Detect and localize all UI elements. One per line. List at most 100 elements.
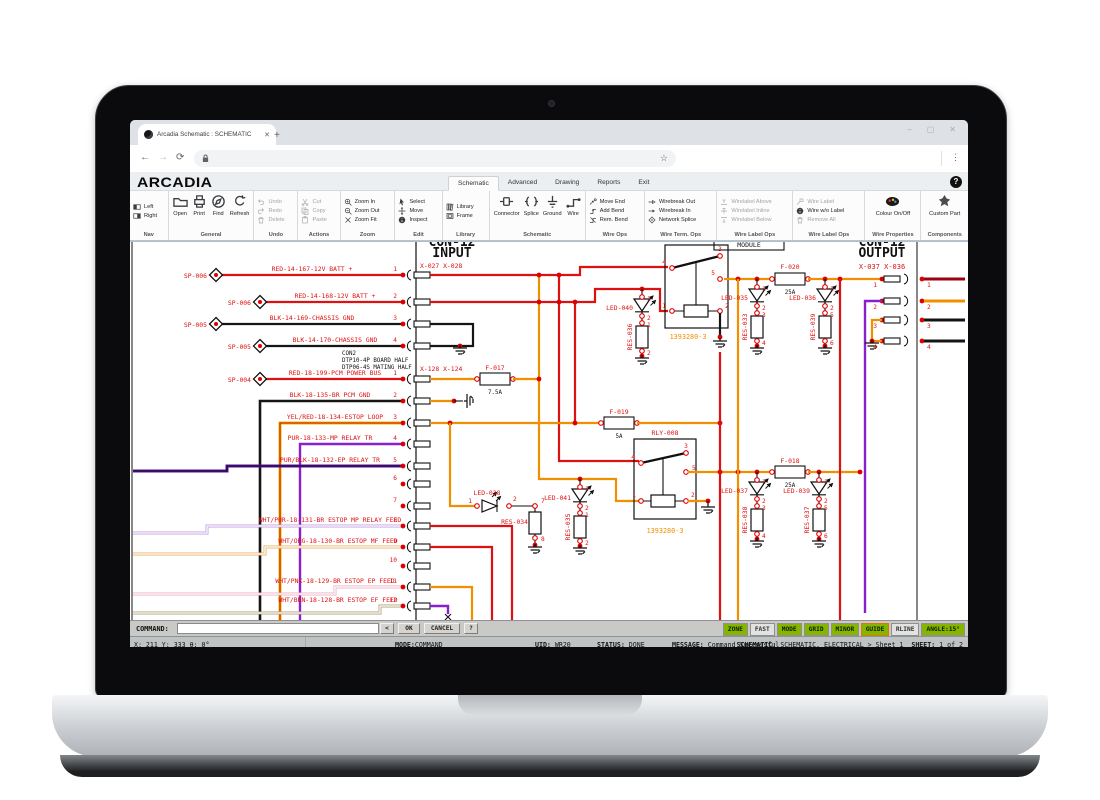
window-maximize-icon[interactable]: ▢ (926, 125, 935, 134)
toggle-guide[interactable]: GUIDE (861, 623, 889, 636)
command-cancel-button[interactable]: CANCEL (424, 623, 460, 634)
toggle-mode[interactable]: MODE (776, 623, 802, 636)
ribbon-item-refresh[interactable]: Refresh (230, 194, 249, 217)
ribbon-item-copy[interactable]: Copy (301, 207, 336, 215)
menu-tab-exit[interactable]: Exit (638, 179, 650, 186)
tab-close-icon[interactable]: ✕ (264, 131, 270, 139)
ribbon-item-right[interactable]: Right (133, 212, 165, 220)
ribbon-item-wirelabel-inline[interactable]: Wirelabel Inline (720, 207, 789, 215)
ribbon-item-print[interactable]: Print (192, 194, 207, 217)
command-back-button[interactable]: < (380, 623, 394, 634)
ribbon-item-zoom-out[interactable]: Zoom Out (344, 207, 392, 215)
output-xref: X-037 X-036 (859, 263, 905, 271)
item-label: Wirelabel Above (731, 199, 772, 205)
ribbon-item-move[interactable]: Move (398, 207, 438, 215)
menu-tab-advanced[interactable]: Advanced (507, 179, 538, 186)
ribbon-item-network-splice[interactable]: Network Splice (648, 216, 713, 224)
laptop-base (52, 695, 1048, 757)
ribbon-item-open[interactable]: Open (172, 194, 188, 217)
pin-number: 1 (632, 492, 636, 499)
command-input[interactable] (177, 623, 379, 634)
toggle-minor[interactable]: MINOR (830, 623, 860, 636)
toggle-angle[interactable]: ANGLE:15° (921, 623, 965, 636)
center-circuit[interactable]: F-017 7.5A F-019 5A (430, 244, 882, 621)
ribbon-item-frame[interactable]: Frame (446, 212, 486, 220)
status-bar: X: 211 Y: 333 θ: 0° MODE:COMMAND UID: WR… (130, 636, 968, 647)
ribbon-item-add-bend[interactable]: Add Bend (589, 207, 641, 215)
ribbon-item-wirebreak-out[interactable]: Wirebreak Out (648, 198, 713, 206)
ribbon-item-inspect[interactable]: Inspect (398, 216, 438, 224)
ribbon-item-wire-wo-label[interactable]: Wire w/o Label (796, 207, 861, 215)
ribbon-item-wirelabel-below[interactable]: Wirelabel Below (720, 216, 789, 224)
forward-icon[interactable]: → (158, 152, 168, 163)
input-connector-pins[interactable]: 1 2 3 4 1 2 3 4 5 6 7 8 9 10 11 12 (390, 266, 431, 612)
ribbon-item-cut[interactable]: Cut (301, 198, 336, 206)
ribbon-item-colour-on-off[interactable]: Colour On/Off (876, 194, 910, 217)
ribbon-item-wire-label[interactable]: Wire Label (796, 198, 861, 206)
ground-icon (547, 195, 557, 208)
schematic-canvas[interactable]: CON-12 CON-12 (130, 233, 968, 621)
relay-1393280-3[interactable]: 4 3 5 1 2 1393280-3 (662, 244, 729, 348)
window-minimize-icon[interactable]: – (907, 125, 912, 134)
ribbon-item-remove-all[interactable]: Remove All (796, 216, 861, 224)
window-close-icon[interactable]: ✕ (949, 125, 956, 134)
toggle-fast[interactable]: FAST (749, 623, 775, 636)
menu-tab-reports[interactable]: Reports (597, 179, 621, 186)
ribbon-item-library[interactable]: Library (446, 203, 486, 211)
led-035-circuit[interactable]: 1 2 3 4 LED-035 RES-033 (721, 279, 770, 355)
ribbon-item-left[interactable]: Left (133, 203, 165, 211)
item-label: Delete (268, 217, 285, 223)
led-038-circuit[interactable]: LED-038 1 2 7 8 RES-034 (468, 489, 545, 554)
led-041-circuit[interactable]: 1 2 1 2 LED-041 RES-035 (544, 476, 593, 555)
ribbon-item-zoom-fit[interactable]: Zoom Fit (344, 216, 392, 224)
menu-tab-schematic[interactable]: Schematic (448, 176, 499, 191)
browser-tab[interactable]: Arcadia Schematic : SCHEMATIC ✕ (138, 124, 276, 145)
led-036-circuit[interactable]: 1 2 5 6 LED-036 RES-039 (789, 279, 838, 355)
uid-indicator: UID: WR20 (535, 641, 571, 648)
led-039-circuit[interactable]: 1 2 5 6 LED-039 RES-037 (783, 472, 832, 548)
ribbon-item-undo[interactable]: Undo (257, 198, 294, 206)
ribbon-item-wirelabel-above[interactable]: Wirelabel Above (720, 198, 789, 206)
toggle-zone[interactable]: ZONE (722, 623, 748, 636)
browser-window: Arcadia Schematic : SCHEMATIC ✕ + – ▢ ✕ … (130, 120, 968, 647)
input-wires[interactable] (133, 273, 401, 620)
output-connector[interactable]: 1 2 3 4 1 2 3 4 (863, 273, 965, 613)
reload-icon[interactable]: ⟳ (176, 152, 185, 163)
ribbon-item-ground[interactable]: Ground (543, 194, 562, 217)
bookmark-star-icon[interactable]: ☆ (659, 153, 668, 163)
led-040-circuit[interactable]: 1 2 1 2 LED-040 RES-036 (606, 286, 655, 365)
ribbon-item-splice[interactable]: Splice (524, 194, 539, 217)
ribbon-item-zoom-in[interactable]: Zoom In (344, 198, 392, 206)
rly-008[interactable]: RLY-008 4 3 5 1 2 1393280-3 (631, 429, 716, 535)
ribbon-item-move-end[interactable]: Move End (589, 198, 641, 206)
led-037-circuit[interactable]: 1 2 3 4 LED-037 RES-038 (721, 472, 770, 548)
toggle-grid[interactable]: GRID (803, 623, 829, 636)
pin-number: 6 (393, 475, 397, 482)
ribbon-item-wire[interactable]: Wire (566, 194, 581, 217)
command-help-button[interactable]: ? (464, 623, 478, 634)
ribbon-item-select[interactable]: Select (398, 198, 438, 206)
ribbon-item-find[interactable]: Find (211, 194, 226, 217)
ribbon-item-wirebreak-in[interactable]: Wirebreak In (648, 207, 713, 215)
ribbon-item-connector[interactable]: Connector (494, 194, 520, 217)
splice-symbols[interactable]: SP-006 SP-006 SP-005 SP-005 SP-004 (184, 267, 268, 387)
ribbon-item-rem-bend[interactable]: Rem. Bend (589, 216, 641, 224)
schematic-drawing[interactable]: CON-12 CON-12 (130, 233, 965, 621)
new-tab-button[interactable]: + (274, 130, 280, 141)
ribbon-item-delete[interactable]: Delete (257, 216, 294, 224)
browser-menu-icon[interactable]: ⋮ (951, 152, 960, 162)
ribbon-item-redo[interactable]: Redo (257, 207, 294, 215)
item-label: Paste (312, 217, 327, 223)
command-ok-button[interactable]: OK (398, 623, 420, 634)
back-icon[interactable]: ← (140, 152, 150, 163)
ribbon-item-paste[interactable]: Paste (301, 216, 336, 224)
help-button[interactable]: ? (950, 176, 962, 188)
ribbon-group-library: Library Frame Library (443, 191, 490, 240)
wire-label-icon (797, 198, 804, 205)
move-end-icon (589, 198, 597, 205)
menu-tab-drawing[interactable]: Drawing (555, 179, 580, 186)
ribbon-group-components: Custom Part Components (921, 191, 968, 240)
toggle-rline[interactable]: RLINE (890, 623, 920, 636)
address-bar[interactable]: ☆ (194, 150, 676, 167)
ribbon-item-custom-part[interactable]: Custom Part (929, 194, 960, 217)
